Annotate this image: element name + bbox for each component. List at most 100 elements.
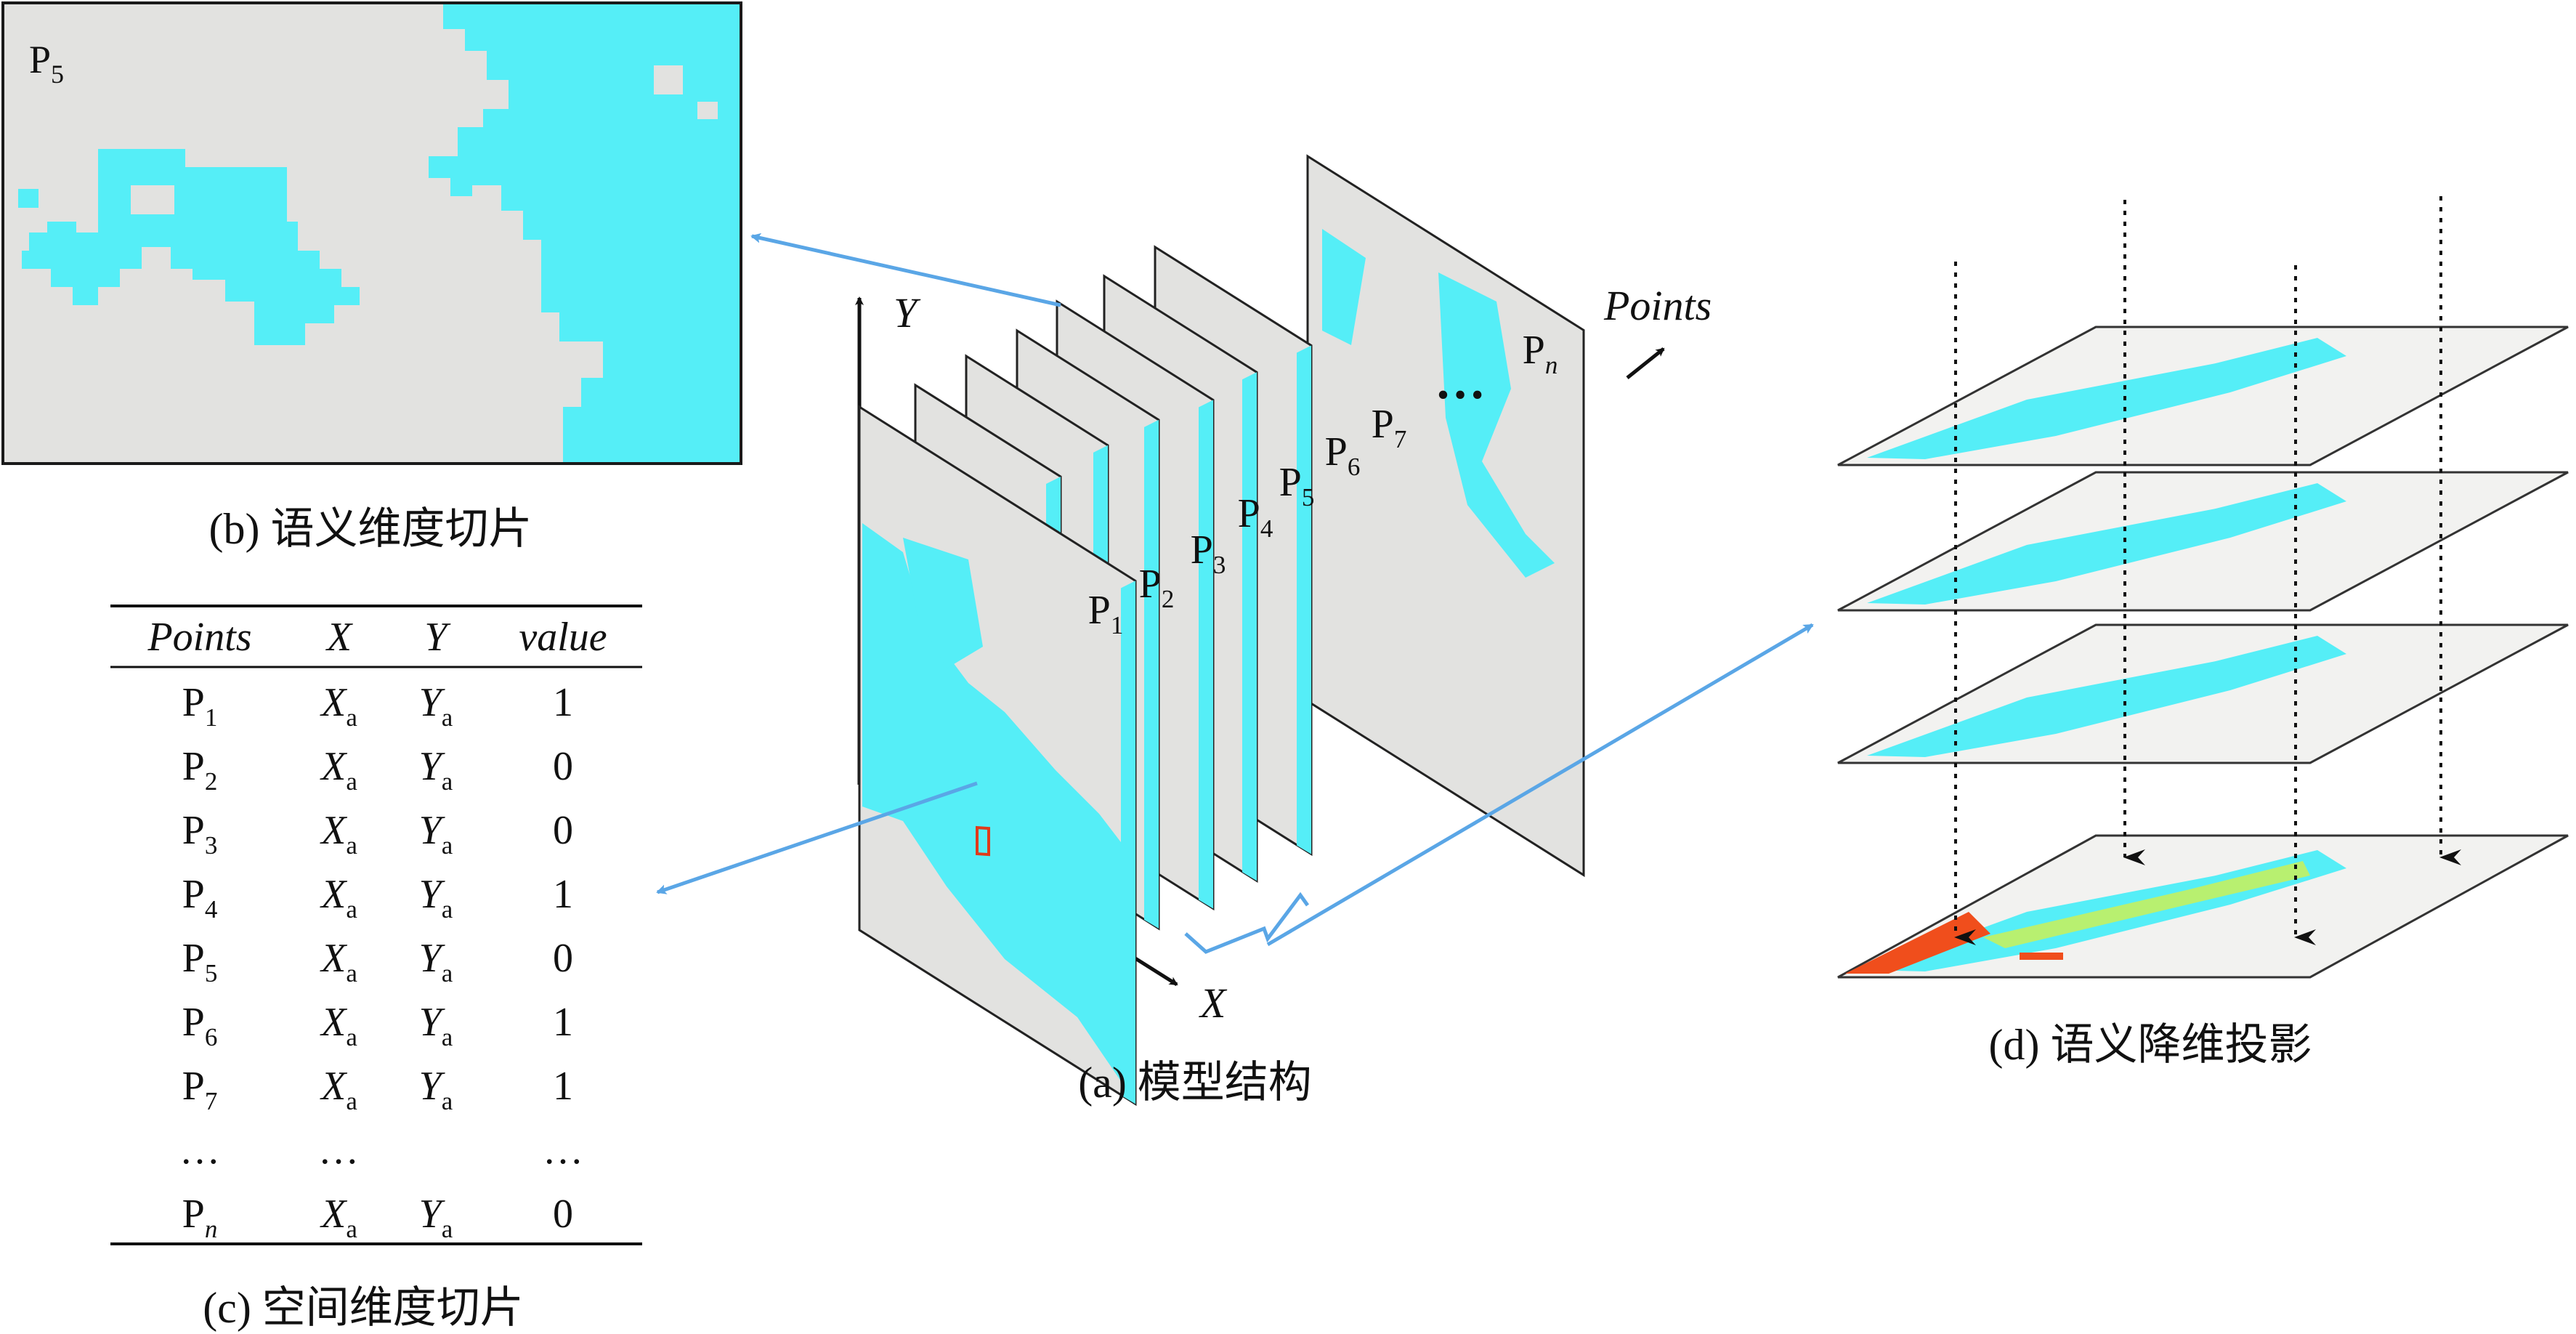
row-value: 1 <box>553 872 573 917</box>
slice-water-edge <box>1199 400 1213 909</box>
semantic-layer <box>1837 623 2569 764</box>
table-row: P6 Xa Ya 1 <box>182 1000 573 1051</box>
row-y: Ya <box>419 744 453 796</box>
row-point: P3 <box>182 808 218 860</box>
row-y: Ya <box>419 1192 453 1243</box>
row-value: 0 <box>553 936 573 981</box>
arrow-to-panel-b <box>750 233 1061 307</box>
table-row: P1 Xa Ya 1 <box>182 680 573 732</box>
slice-label: P3 <box>1191 527 1226 579</box>
layer-warmspot <box>1983 861 2310 948</box>
caption-d: (d) 语义降维投影 <box>1989 1021 2312 1069</box>
table-row: P2 Xa Ya 0 <box>182 744 573 796</box>
points-axis-label: Points <box>1603 282 1712 329</box>
model-slice <box>858 405 1137 1107</box>
table-row: P3 Xa Ya 0 <box>182 808 573 860</box>
slice-group-bracket <box>1184 892 1310 954</box>
row-point: P6 <box>182 1000 218 1051</box>
slice-p5-label: P5 <box>29 38 64 89</box>
slice-label: P4 <box>1238 491 1273 543</box>
table-header-cell: Points <box>147 615 251 660</box>
caption-c: (c) 空间维度切片 <box>203 1284 524 1332</box>
table-header-cell: value <box>519 615 607 660</box>
layer-hotspot <box>2020 953 2063 960</box>
row-x: Xa <box>320 1064 357 1115</box>
row-x: Xa <box>320 808 357 860</box>
table-header-cell: X <box>325 615 354 660</box>
slice-water-region <box>862 523 1133 1099</box>
slice-p5-water-right <box>429 4 740 462</box>
slice-label: P5 <box>1279 460 1315 512</box>
table-row: P5 Xa Ya 0 <box>182 936 573 987</box>
row-y: Ya <box>419 1000 453 1051</box>
points-axis <box>1626 347 1665 379</box>
projection-lines <box>1954 196 2461 945</box>
row-x: Xa <box>320 1192 357 1243</box>
slice-water-region <box>1322 229 1366 345</box>
row-x: Xa <box>320 872 357 923</box>
arrow-to-panel-c <box>656 781 978 894</box>
slice-ellipsis: … <box>1435 354 1486 410</box>
caption-a: (a) 模型结构 <box>1078 1059 1312 1107</box>
row-y: Ya <box>419 808 453 860</box>
row-point: Pn <box>182 1192 218 1243</box>
selected-cell <box>976 825 990 857</box>
caption-b: (b) 语义维度切片 <box>209 505 532 553</box>
row-value: 0 <box>553 1192 573 1237</box>
table-row: P7 Xa Ya 1 <box>182 1064 573 1115</box>
row-point: P5 <box>182 936 218 987</box>
layer-water <box>1867 636 2346 757</box>
slice-label: P2 <box>1139 562 1175 613</box>
table-row: … … … <box>179 1128 583 1173</box>
slice-label: P1 <box>1088 588 1124 639</box>
row-point: P7 <box>182 1064 218 1115</box>
layer-water <box>1867 338 2346 459</box>
row-x: Xa <box>320 936 357 987</box>
model-slice <box>1306 154 1585 878</box>
slice-label: P7 <box>1372 402 1407 453</box>
projection-layer <box>1837 834 2569 979</box>
slice-water-edge <box>1297 345 1311 854</box>
slice-water-edge <box>1144 419 1159 929</box>
slice-water-region <box>903 538 983 668</box>
table-row: P4 Xa Ya 1 <box>182 872 573 923</box>
row-value: … <box>543 1128 583 1173</box>
row-value: 1 <box>553 1064 573 1109</box>
slice-label: P6 <box>1325 429 1361 481</box>
row-value: 1 <box>553 680 573 725</box>
slice-p5-water-left <box>18 149 360 345</box>
table-row: Pn Xa Ya 0 <box>182 1192 573 1243</box>
semantic-layer <box>1837 471 2569 612</box>
arrow-to-panel-d <box>1266 623 1814 947</box>
table-header-cell: Y <box>424 615 451 660</box>
row-y: Ya <box>419 872 453 923</box>
row-x: Xa <box>320 1000 357 1051</box>
y-axis-label: Y <box>894 289 921 336</box>
layer-water <box>1867 483 2346 605</box>
slice-water-edge <box>1242 372 1257 881</box>
row-x: Xa <box>320 680 357 732</box>
row-value: 1 <box>553 1000 573 1045</box>
row-point: P1 <box>182 680 218 732</box>
panel-b: P5 (b) 语义维度切片 <box>1 1 742 553</box>
row-value: 0 <box>553 744 573 789</box>
row-y: Ya <box>419 680 453 732</box>
row-point: P2 <box>182 744 218 796</box>
panel-d: (d) 语义降维投影 <box>1837 196 2569 1069</box>
x-axis-label: X <box>1199 979 1228 1027</box>
slice-water-region <box>1438 272 1555 578</box>
semantic-layer <box>1837 326 2569 466</box>
row-y: Ya <box>419 1064 453 1115</box>
row-x: … <box>321 1128 357 1173</box>
row-x: Xa <box>320 744 357 796</box>
row-y: Ya <box>419 936 453 987</box>
slice-label: Pn <box>1523 328 1558 379</box>
row-point: … <box>179 1128 220 1173</box>
row-value: 0 <box>553 808 573 853</box>
row-point: P4 <box>182 872 218 923</box>
layer-stack <box>1837 326 2569 979</box>
